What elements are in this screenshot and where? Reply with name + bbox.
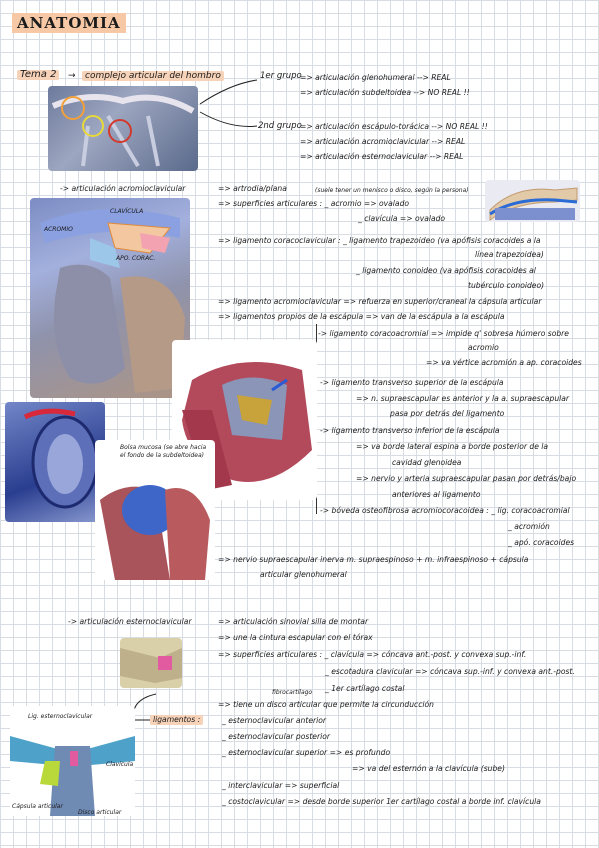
esternoclavicular-heading: -> articulación esternoclavicular xyxy=(68,617,192,626)
section-heading: complejo articular del hombro xyxy=(82,71,224,81)
acromio-coracoclavicular: => ligamento coracoclavicular : _ ligame… xyxy=(218,236,541,245)
acromio-tipo-note: (suele tener un menisco o disco, según l… xyxy=(315,187,469,194)
ligaments-illustration xyxy=(40,209,185,393)
ligamento-5: _ costoclavicular => desde borde superio… xyxy=(222,797,541,806)
lig-transverso-inf-3: cavidad glenoidea xyxy=(392,458,462,467)
lig-coracoacromial-3: => va vértice acromión a ap. coracoides xyxy=(426,358,582,367)
joint-disc-figure xyxy=(485,180,580,222)
joint-disc-diagram xyxy=(489,187,578,221)
acromioclavicular-heading: -> articulación acromioclavicular xyxy=(60,184,186,193)
grupo-2-line-2: => articulación acromioclavicular --> RE… xyxy=(300,137,466,146)
esterno-l5: _ 1er cartílago costal xyxy=(325,684,405,693)
nervio-supraescapular: => nervio supraescapular inerva m. supra… xyxy=(218,555,529,564)
grupo-1-line-2: => articulación subdeltoidea --> NO REAL… xyxy=(300,88,470,97)
boveda-3: _ apó. coracoides xyxy=(508,538,575,547)
acromio-conoideo-2: tubérculo conoideo) xyxy=(468,281,545,290)
label-disco: Disco articular xyxy=(78,809,122,816)
lig-transverso-sup-3: pasa por detrás del ligamento xyxy=(390,409,505,418)
humeral-head-illustration xyxy=(100,485,210,580)
glenoid-cavity-illustration xyxy=(23,408,99,509)
acromioclavicular-ligaments-figure xyxy=(30,198,190,398)
connector-arrows xyxy=(199,79,258,127)
ligamento-3b: => va del esternón a la clavícula (sube) xyxy=(352,764,505,773)
shoulder-skeleton-diagram xyxy=(51,94,195,168)
lig-coracoacromial-2: acromio xyxy=(468,343,499,352)
label-lig-super: Lig. esternoclavicular xyxy=(28,713,93,720)
ligamentos-label: ligamentos : xyxy=(150,715,204,725)
lig-transverso-sup-2: => n. supraescapular es anterior y la a.… xyxy=(356,394,570,403)
lig-coracoacromial: -> ligamento coracoacromial => impide q'… xyxy=(318,329,569,338)
esterno-l3: => superficies articulares : _ clavícula… xyxy=(218,650,527,659)
grupo-2-label: 2nd grupo xyxy=(258,121,302,131)
ligamento-4: _ interclavicular => superficial xyxy=(222,781,340,790)
acromio-superficies-2: _ clavícula => ovalado xyxy=(358,214,446,223)
esterno-l6: => tiene un disco articular que permite … xyxy=(218,700,434,709)
label-clavicula: CLAVÍCULA xyxy=(110,208,144,215)
lig-transverso-inf-2: => va borde lateral espina a borde poste… xyxy=(356,442,549,451)
label-apo: APO. CORAC. xyxy=(116,255,156,262)
nervio-supraescapular-2: articular glenohumeral xyxy=(260,570,347,579)
acromio-propios: => ligamentos propios de la escápula => … xyxy=(218,312,505,321)
acromio-superficies: => superficies articulares : _ acromio =… xyxy=(218,199,410,208)
lig-transverso-inf: -> ligamento transverso inferior de la e… xyxy=(320,426,500,435)
boveda: -> bóveda osteofibrosa acromiocoracoidea… xyxy=(320,506,570,515)
shoulder-skeleton-figure xyxy=(48,86,198,171)
esterno-l4: _ escotadura clavicular => cóncava sup.-… xyxy=(325,667,575,676)
sternoclavicular-ligaments-illustration xyxy=(10,736,135,816)
label-capsula: Cápsula articular xyxy=(12,803,63,810)
arrow-icon: → xyxy=(68,71,76,81)
sternoclavicular-ligaments-figure xyxy=(10,706,135,816)
humeral-head-figure xyxy=(95,440,215,580)
grupo-1-label: 1er grupo xyxy=(260,71,302,81)
label-bolsa: Bolsa mucosa (se abre hacia el fondo de … xyxy=(120,444,207,459)
esterno-l2: => une la cintura escapular con el tórax xyxy=(218,633,373,642)
acromio-conoideo: _ ligamento conoideo (va apófisis coraco… xyxy=(356,266,536,275)
lig-transverso-sup: -> ligamento transverso superior de la e… xyxy=(320,378,504,387)
ligamento-2: _ esternoclavicular posterior xyxy=(222,732,330,741)
sternoclavicular-joint-figure xyxy=(120,638,182,688)
acromio-acromioclavicular: => ligamento acromioclavicular => refuer… xyxy=(218,297,542,306)
glenoid-cavity-figure xyxy=(5,402,105,522)
label-fibrocartilago: fibrocartílago xyxy=(272,689,313,696)
esterno-l1: => articulación sinovial silla de montar xyxy=(218,617,369,626)
acromio-tipo: => artrodia/plana xyxy=(218,184,287,193)
grupo-2-line-1: => articulación escápulo-torácica --> NO… xyxy=(300,122,488,131)
label-acromio: ACROMIO xyxy=(44,226,73,233)
ligamento-1: _ esternoclavicular anterior xyxy=(222,716,327,725)
grupo-2-line-3: => articulación esternoclavicular --> RE… xyxy=(300,152,464,161)
lig-transverso-inf-4: => nervio y arteria supraescapular pasan… xyxy=(356,474,577,483)
page-title: ANATOMIA xyxy=(12,13,126,33)
ligamento-3: _ esternoclavicular superior => es profu… xyxy=(222,748,391,757)
lig-transverso-inf-5: anteriores al ligamento xyxy=(392,490,481,499)
acromio-coracoclavicular-2: línea trapezoidea) xyxy=(475,250,544,259)
sternoclavicular-joint-illustration xyxy=(120,648,182,683)
label-clavicula-2: Clavícula xyxy=(106,761,134,768)
grupo-1-line-1: => articulación glenohumeral --> REAL xyxy=(300,73,451,82)
tema-label: Tema 2 xyxy=(17,70,60,80)
boveda-2: _ acromión xyxy=(508,522,550,531)
